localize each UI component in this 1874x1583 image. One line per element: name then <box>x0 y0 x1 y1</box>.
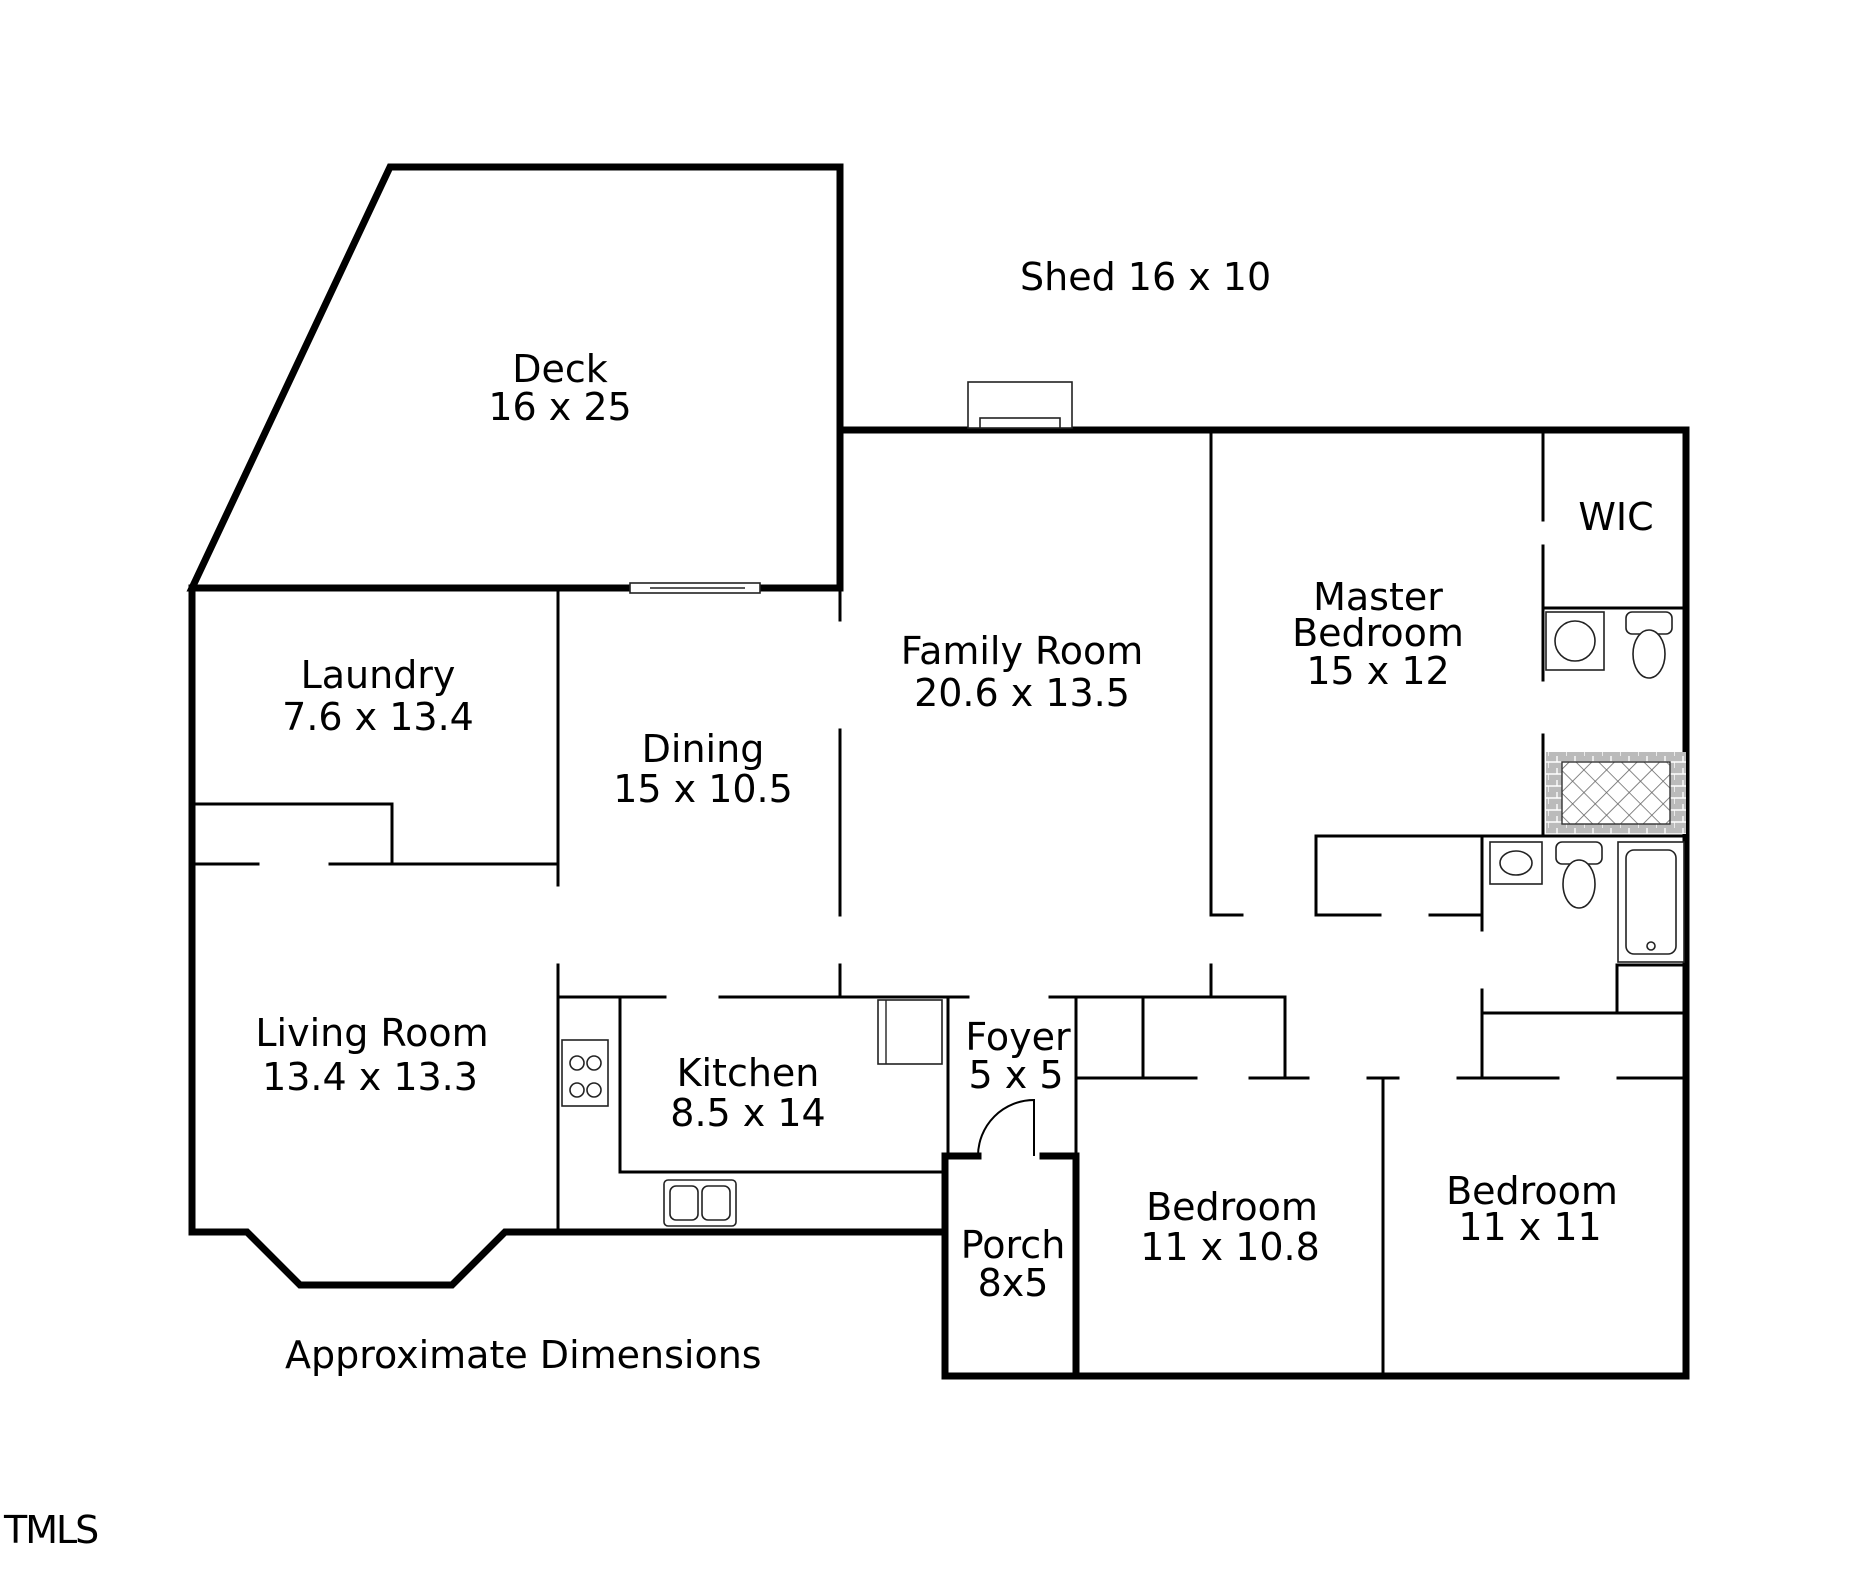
foyer-size: 5 x 5 <box>969 1053 1064 1097</box>
porch-outline <box>941 1152 1080 1380</box>
wic-label: WIC <box>1578 495 1653 539</box>
mls-watermark: TMLS <box>3 1508 97 1552</box>
laundry-size: 7.6 x 13.4 <box>282 695 474 739</box>
bathtub-icon <box>1617 841 1685 963</box>
bedroom-3-size: 11 x 11 <box>1458 1205 1601 1249</box>
hall-bath-sink-icon <box>1489 841 1543 885</box>
interior-walls <box>193 431 1688 1378</box>
room-master-bedroom: Master Bedroom 15 x 12 <box>1292 575 1464 693</box>
master-bedroom-name-line2: Bedroom <box>1292 611 1464 655</box>
bedroom-2-size: 11 x 10.8 <box>1140 1225 1320 1269</box>
bedroom-2-name: Bedroom <box>1146 1185 1318 1229</box>
porch-name: Porch <box>961 1223 1066 1267</box>
room-kitchen: Kitchen 8.5 x 14 <box>670 1051 825 1135</box>
exterior-walls <box>186 163 1690 1380</box>
family-room-size: 20.6 x 13.5 <box>914 671 1130 715</box>
room-bedroom-2: Bedroom 11 x 10.8 <box>1140 1185 1320 1269</box>
room-dining: Dining 15 x 10.5 <box>613 727 793 811</box>
hall-bath-toilet-icon <box>1555 841 1603 909</box>
living-room-size: 13.4 x 13.3 <box>262 1055 478 1099</box>
door-swing-icon <box>977 1098 1035 1157</box>
approximate-dimensions-note: Approximate Dimensions <box>285 1333 762 1377</box>
sink-icon <box>663 1179 737 1227</box>
room-living: Living Room 13.4 x 13.3 <box>255 1011 488 1099</box>
dining-name: Dining <box>642 727 765 771</box>
deck-size: 16 x 25 <box>488 385 631 429</box>
room-porch: Porch 8x5 <box>961 1223 1066 1305</box>
kitchen-name: Kitchen <box>677 1051 820 1095</box>
dining-size: 15 x 10.5 <box>613 767 793 811</box>
bedroom-3-name: Bedroom <box>1446 1169 1618 1213</box>
foyer-name: Foyer <box>965 1015 1071 1059</box>
master-vanity-sink-icon <box>1545 611 1605 671</box>
room-bedroom-3: Bedroom 11 x 11 <box>1446 1169 1618 1249</box>
room-family: Family Room 20.6 x 13.5 <box>901 629 1144 715</box>
range-icon <box>561 1039 609 1107</box>
living-room-name: Living Room <box>255 1011 488 1055</box>
family-room-name: Family Room <box>901 629 1144 673</box>
deck-name: Deck <box>512 347 608 391</box>
room-foyer: Foyer 5 x 5 <box>965 1015 1071 1097</box>
room-deck: Deck 16 x 25 <box>488 347 631 429</box>
porch-size: 8x5 <box>978 1261 1049 1305</box>
toilet-icon <box>1625 611 1673 679</box>
shower-icon <box>1546 752 1686 834</box>
shed-label: Shed 16 x 10 <box>1020 255 1271 299</box>
laundry-name: Laundry <box>301 653 456 697</box>
fridge-icon <box>877 999 943 1065</box>
kitchen-size: 8.5 x 14 <box>670 1091 825 1135</box>
fireplace-icon <box>967 381 1073 429</box>
sliding-door-icon <box>629 582 761 594</box>
deck-outline <box>186 163 844 592</box>
master-bedroom-size: 15 x 12 <box>1306 649 1449 693</box>
master-bedroom-name-line1: Master <box>1313 575 1443 619</box>
room-laundry: Laundry 7.6 x 13.4 <box>282 653 474 739</box>
